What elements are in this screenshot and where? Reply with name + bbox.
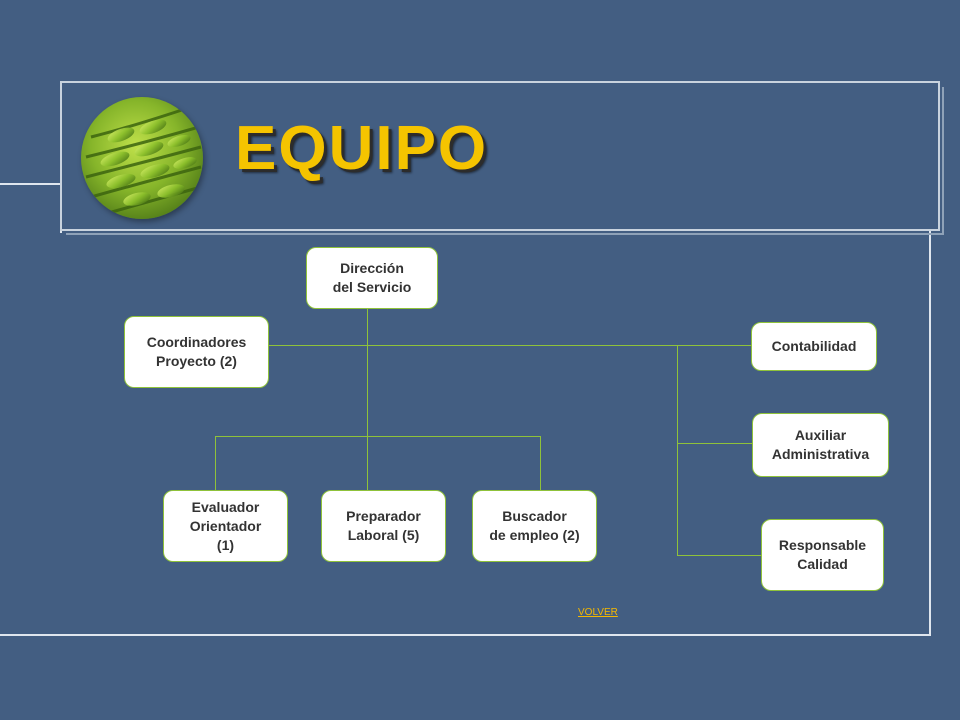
connector-staff-right-down	[540, 436, 541, 490]
node-auxiliar-administrativa: Auxiliar Administrativa	[752, 413, 889, 477]
connector-staff-horizontal	[215, 436, 541, 437]
leaf-icon	[85, 105, 202, 217]
connector-root-down	[367, 309, 368, 490]
connector-to-responsable	[677, 555, 761, 556]
frame-line-right-vertical	[929, 231, 931, 635]
connector-staff-left-down	[215, 436, 216, 490]
node-direccion-servicio: Dirección del Servicio	[306, 247, 438, 309]
node-coordinadores-proyecto: Coordinadores Proyecto (2)	[124, 316, 269, 388]
connector-to-auxiliar	[677, 443, 752, 444]
node-evaluador-orientador: Evaluador Orientador (1)	[163, 490, 288, 562]
node-contabilidad: Contabilidad	[751, 322, 877, 371]
frame-line-bottom-horizontal	[0, 634, 931, 636]
page-title: EQUIPO	[235, 114, 489, 183]
node-responsable-calidad: Responsable Calidad	[761, 519, 884, 591]
connector-main-horizontal	[269, 345, 751, 346]
frame-line-left-horizontal	[0, 183, 60, 185]
volver-link[interactable]: VOLVER	[578, 607, 618, 618]
node-buscador-empleo: Buscador de empleo (2)	[472, 490, 597, 562]
node-preparador-laboral: Preparador Laboral (5)	[321, 490, 446, 562]
connector-right-branch-vertical	[677, 345, 678, 556]
leaf-image	[81, 97, 203, 219]
